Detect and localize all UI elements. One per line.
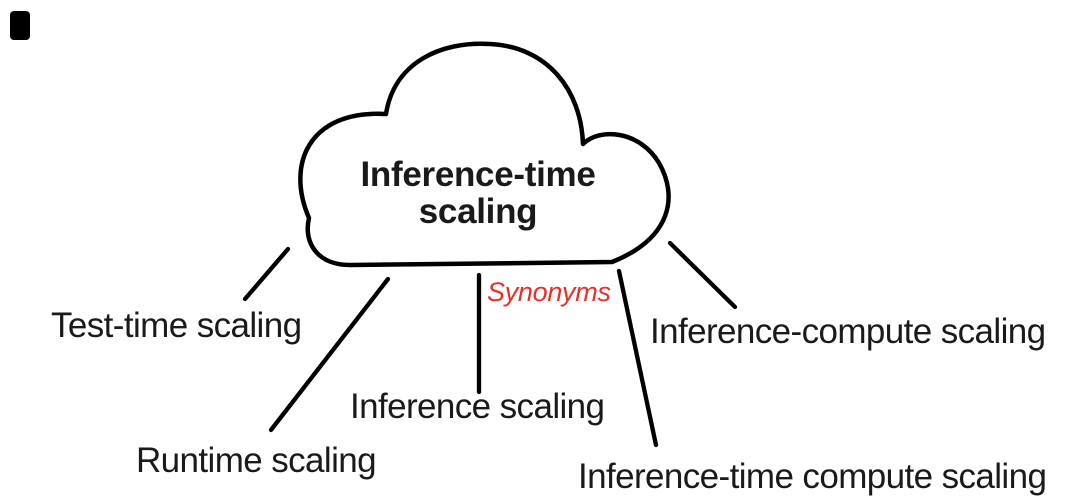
corner-marker-square xyxy=(10,11,30,40)
synonyms-caption: Synonyms xyxy=(487,277,611,307)
synonym-label-test-time-scaling: Test-time scaling xyxy=(51,306,302,345)
synonym-label-runtime-scaling: Runtime scaling xyxy=(136,441,377,480)
connector-line-inference-compute-scaling xyxy=(667,240,738,310)
connector-line-test-time-scaling xyxy=(242,246,291,302)
cloud-shape xyxy=(298,41,671,268)
synonym-label-inference-compute-scaling: Inference-compute scaling xyxy=(650,312,1046,351)
connector-line-runtime-scaling xyxy=(268,276,391,433)
synonym-label-inference-time-compute-scaling: Inference-time compute scaling xyxy=(578,457,1047,496)
synonym-label-inference-scaling: Inference scaling xyxy=(350,387,605,426)
connector-line-inference-time-compute-scaling xyxy=(616,268,659,448)
cloud-title: Inference-time scaling xyxy=(360,155,596,231)
